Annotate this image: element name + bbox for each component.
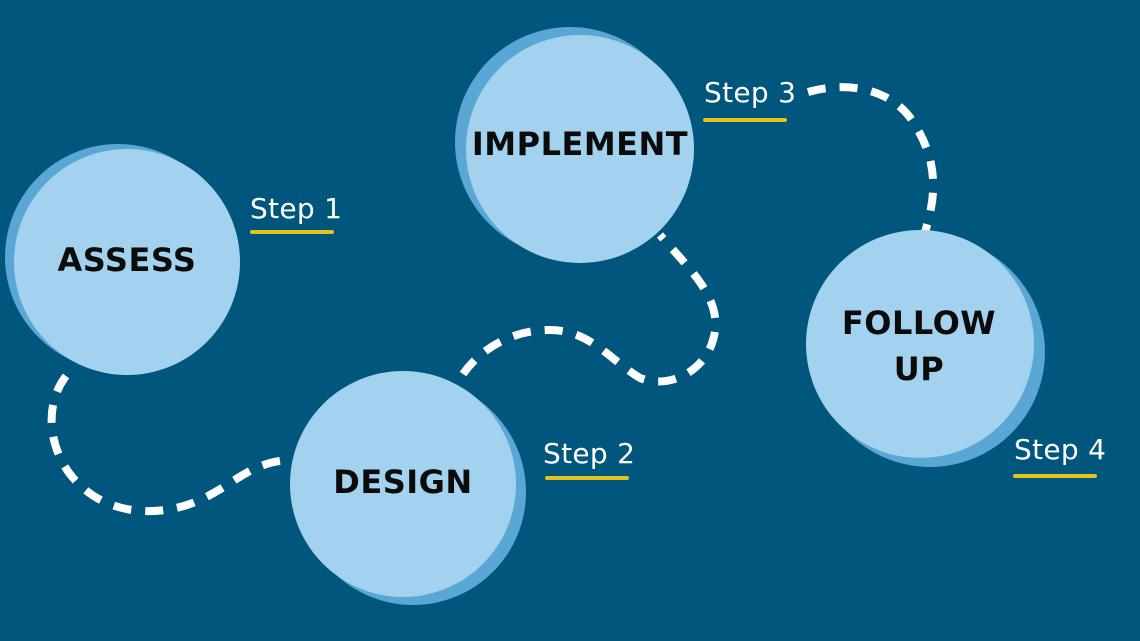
step-node-design [290,371,526,605]
step-name-assess: ASSESS [57,241,197,279]
step-underline-1 [250,230,334,234]
circle [290,371,516,597]
circle [466,35,694,263]
connector-implement-to-follow-up [806,83,938,234]
step-underline-3 [703,118,787,122]
circle [14,149,240,375]
step-name-follow-up: FOLLOW UP [841,304,997,388]
step-label-3: Step 3 [704,76,797,109]
circle [806,230,1034,458]
step-label-2: Step 2 [543,437,636,470]
step-name-implement: IMPLEMENT [471,125,689,163]
step-name-design: DESIGN [333,463,473,501]
connector-design-to-implement [459,232,720,386]
step-node-assess [5,144,240,375]
step-node-follow-up [806,230,1045,467]
step-underline-4 [1013,474,1097,478]
step-underline-2 [545,476,629,480]
step-node-implement [455,27,694,263]
step-label-1: Step 1 [250,192,343,225]
connector-assess-to-design [47,373,291,516]
step-label-4: Step 4 [1014,433,1107,466]
